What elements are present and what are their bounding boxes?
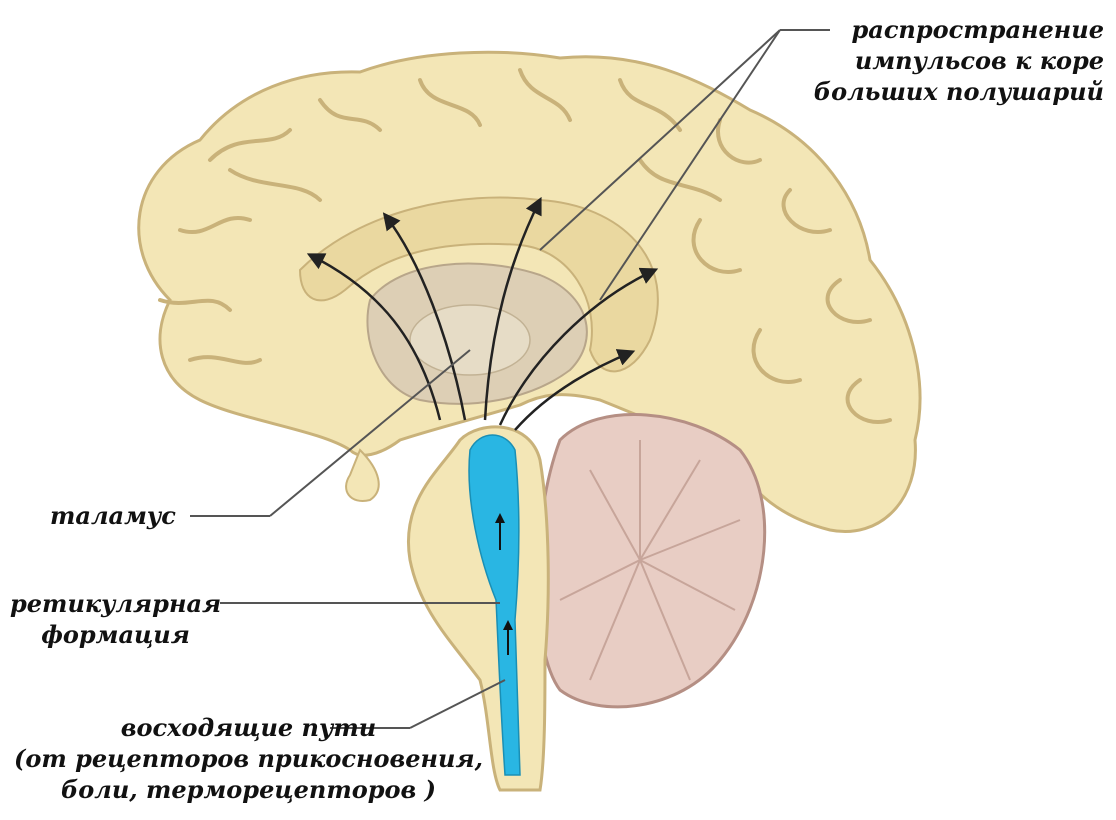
cortex-gyri (158, 68, 892, 424)
label-thalamus: таламус (50, 500, 176, 531)
label-cortex-projection: распространение импульсов к коре больших… (814, 14, 1104, 107)
label-ascending-pathways: восходящие пути (от рецепторов прикоснов… (14, 712, 483, 805)
label-line: восходящие пути (120, 713, 377, 742)
label-line: боли, терморецепторов ) (60, 775, 436, 804)
label-line: больших полушарий (813, 77, 1104, 106)
label-reticular-formation: ретикулярная формация (10, 588, 221, 650)
arbor-vitae (559, 440, 741, 681)
label-line: таламус (50, 501, 176, 530)
label-line: ретикулярная (10, 589, 222, 618)
leader-lines (190, 29, 830, 729)
label-line: (от рецепторов прикосновения, (14, 744, 483, 773)
label-line: формация (41, 620, 190, 649)
fourth-ventricle-canal (468, 434, 521, 776)
label-line: импульсов к коре (854, 46, 1104, 75)
label-line: распространение (851, 15, 1104, 44)
pituitary (345, 448, 380, 502)
projection-arrows (306, 196, 659, 431)
cerebellum (536, 413, 767, 709)
